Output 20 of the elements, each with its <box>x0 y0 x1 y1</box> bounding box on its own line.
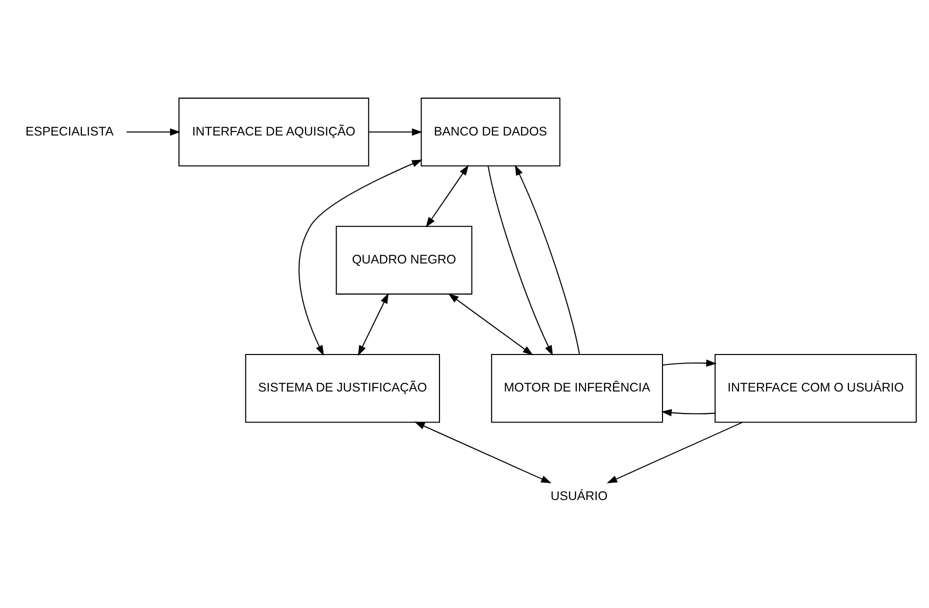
node-box: BANCO DE DADOS <box>420 97 560 166</box>
arrow <box>488 166 553 356</box>
node-box: MOTOR DE INFERÊNCIA <box>491 354 664 422</box>
node-box: INTERFACE DE AQUISIÇÃO <box>178 97 370 166</box>
node-box: QUADRO NEGRO <box>336 225 472 294</box>
arrow <box>662 359 717 366</box>
arrow <box>414 421 552 483</box>
arrow <box>661 408 716 416</box>
arrow <box>369 128 422 136</box>
arrow <box>126 128 180 136</box>
arrow <box>606 421 743 483</box>
node-text: USUÁRIO <box>550 488 608 502</box>
node-text: ESPECIALISTA <box>26 124 114 138</box>
node-box: SISTEMA DE JUSTIFICAÇÃO <box>245 354 440 422</box>
arrow <box>448 292 534 355</box>
node-box: INTERFACE COM O USUÁRIO <box>714 354 917 422</box>
arrow <box>426 164 469 228</box>
arrow <box>514 164 580 354</box>
arrow <box>298 159 422 356</box>
arrow <box>358 292 389 356</box>
